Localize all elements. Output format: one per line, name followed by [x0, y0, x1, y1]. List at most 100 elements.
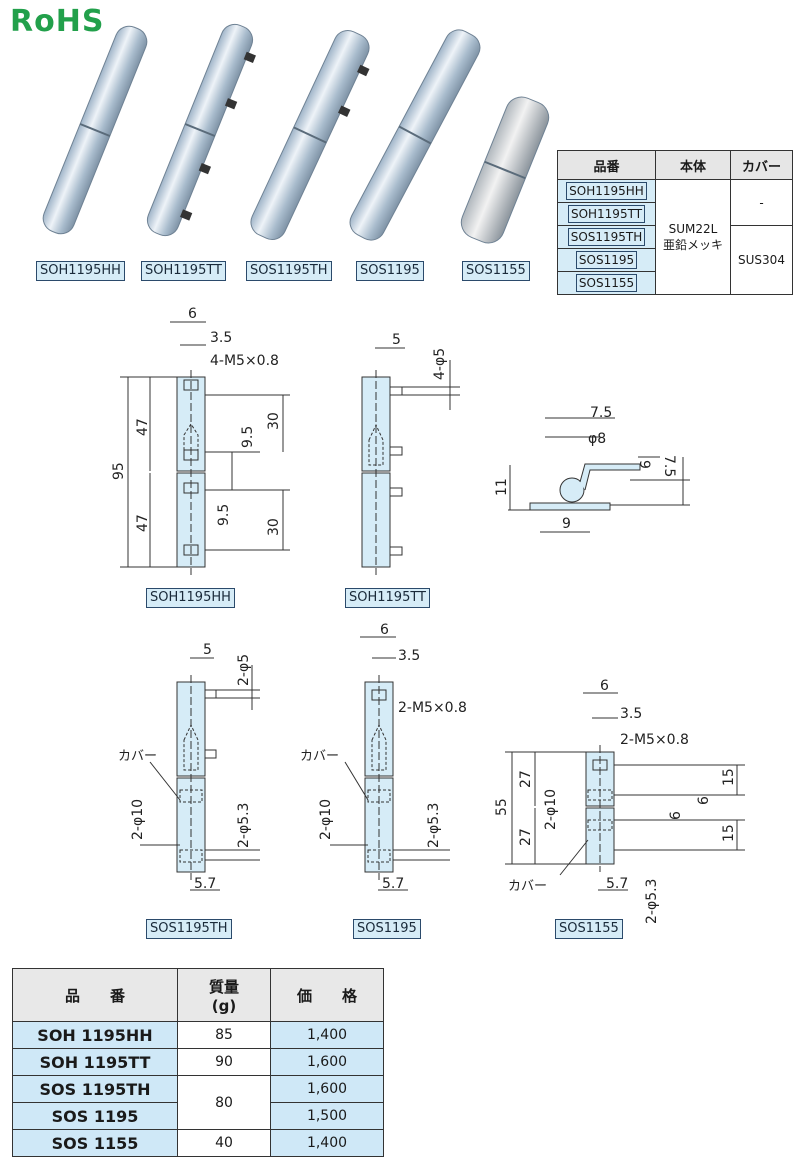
material-body-line1: SUM22L	[668, 221, 718, 236]
dim-sos-th-phi10: 2-φ10	[130, 799, 146, 840]
dim-section-7-5a: 7.5	[590, 405, 612, 421]
row-model: SOH 1195TT	[12, 1048, 178, 1076]
row-price: 1,400	[270, 1021, 384, 1049]
dim-soh-hh-47a: 47	[135, 418, 151, 436]
photo-label-sos1155: SOS1155	[462, 261, 530, 281]
photo-sos1155	[460, 96, 550, 244]
row-model: SOH 1195HH	[12, 1021, 178, 1049]
price-header-weight-line2: (g)	[211, 996, 237, 1015]
drawing-label-soh1195tt: SOH1195TT	[345, 588, 430, 608]
photo-soh1195hh	[42, 25, 148, 235]
dim-sos1155-55: 55	[494, 798, 510, 816]
drawing-sos1155	[505, 692, 745, 891]
dim-soh-hh-9-5b: 9.5	[216, 504, 232, 526]
row-model: SOS 1195TH	[12, 1075, 178, 1103]
dim-section-phi8: φ8	[588, 431, 606, 447]
dim-soh-hh-95: 95	[111, 462, 127, 480]
dim-sos-th-pin: 2-φ5	[236, 654, 252, 686]
row-model: SOS 1155	[12, 1129, 178, 1157]
material-cover-soh: -	[730, 179, 793, 226]
material-header-model: 品番	[557, 150, 656, 180]
dim-sos1155-15a: 15	[721, 768, 737, 786]
dim-soh-hh-screw: 4-M5×0.8	[210, 353, 279, 369]
dim-sos1155-27a: 27	[518, 770, 534, 788]
table-row: SOH 1195TT 90 1,600	[12, 1048, 384, 1076]
dim-sos1155-5-7: 5.7	[606, 876, 628, 892]
price-header-model: 品 番	[12, 968, 178, 1022]
dim-sos1155-screw: 2-M5×0.8	[620, 732, 689, 748]
drawing-sos1195	[330, 636, 450, 891]
row-model: SOS 1195	[12, 1102, 178, 1130]
row-price: 1,600	[270, 1048, 384, 1076]
photo-label-sos1195th: SOS1195TH	[246, 261, 332, 281]
dim-sos1155-15b: 15	[721, 824, 737, 842]
dim-sos1155-phi10: 2-φ10	[543, 789, 559, 830]
photo-sos1195th	[250, 29, 370, 241]
table-row: SOS 1155 40 1,400	[12, 1129, 384, 1157]
photo-label-sos1195: SOS1195	[356, 261, 424, 281]
dim-sos-th-5-7: 5.7	[194, 876, 216, 892]
dim-sos-5-7: 5.7	[382, 876, 404, 892]
material-model: SOH1195TT	[567, 205, 646, 223]
price-header-weight-line1: 質量	[208, 977, 239, 996]
dim-soh-tt-pin: 4-φ5	[432, 348, 448, 380]
dim-sos1155-cover: カバー	[508, 879, 547, 894]
material-model: SOS1195	[575, 251, 638, 269]
price-table: 品 番 質量 (g) 価 格 SOH 1195HH 85 1,400 SOH 1…	[12, 968, 384, 1157]
table-row: SOS 1195TH 80 1,600	[12, 1075, 384, 1130]
photo-sos1195	[349, 29, 481, 241]
price-header-price: 価 格	[270, 968, 384, 1022]
technical-drawings: 6 3.5 4-M5×0.8 95 47 47 9.5 30 9.5 30 5 …	[111, 306, 745, 924]
dim-section-7-5b: 7.5	[661, 455, 677, 477]
row-price: 1,400	[270, 1129, 384, 1157]
row-price: 1,500	[270, 1102, 384, 1130]
material-body: SUM22L 亜鉛メッキ	[655, 179, 731, 295]
dim-soh-hh-6: 6	[188, 306, 197, 322]
dim-sos1155-6a: 6	[696, 796, 712, 805]
material-cover-sos: SUS304	[730, 225, 793, 295]
drawing-soh1195hh	[120, 321, 290, 575]
dim-sos-th-5: 5	[203, 642, 212, 658]
dim-sos1155-3-5: 3.5	[620, 706, 642, 722]
drawing-label-sos1155: SOS1155	[555, 919, 623, 939]
dim-sos1155-6: 6	[600, 678, 609, 694]
material-model: SOH1195HH	[566, 182, 647, 200]
dim-section-9b: 9	[562, 516, 571, 532]
product-photos	[42, 23, 550, 244]
row-weight: 90	[177, 1048, 271, 1076]
material-body-line2: 亜鉛メッキ	[662, 237, 723, 252]
photo-soh1195tt	[146, 23, 256, 237]
drawing-label-sos1195th: SOS1195TH	[146, 919, 232, 939]
dim-sos-th-cover: カバー	[118, 749, 157, 764]
material-table: 品番 本体 カバー SOH1195HH SUM22L 亜鉛メッキ - SOH11…	[557, 150, 793, 295]
drawing-soh1195tt	[361, 347, 460, 575]
material-header-cover: カバー	[730, 150, 793, 180]
dim-soh-hh-47b: 47	[135, 514, 151, 532]
dim-soh-tt-5: 5	[392, 332, 401, 348]
row-price: 1,600	[270, 1075, 384, 1103]
dim-soh-hh-30a: 30	[266, 412, 282, 430]
price-header-weight: 質量 (g)	[177, 968, 271, 1022]
drawing-sos1195th	[140, 657, 260, 891]
drawing-label-sos1195: SOS1195	[353, 919, 421, 939]
row-weight: 85	[177, 1021, 271, 1049]
dim-soh-hh-9-5a: 9.5	[240, 426, 256, 448]
photo-label-soh1195hh: SOH1195HH	[36, 261, 125, 281]
dim-sos-phi10: 2-φ10	[318, 799, 334, 840]
material-model: SOS1195TH	[567, 228, 646, 246]
dim-soh-hh-3-5: 3.5	[210, 330, 232, 346]
dim-section-9a: 9	[636, 460, 652, 469]
photo-label-soh1195tt: SOH1195TT	[141, 261, 226, 281]
dim-sos-6: 6	[380, 622, 389, 638]
drawing-section	[508, 417, 690, 533]
table-row: SOS 1195 1,500	[12, 1102, 384, 1130]
dim-sos-3-5: 3.5	[398, 648, 420, 664]
dim-sos-th-phi5-3: 2-φ5.3	[236, 803, 252, 848]
dim-sos-phi5-3: 2-φ5.3	[426, 803, 442, 848]
dim-sos-cover: カバー	[300, 749, 339, 764]
dim-sos1155-27b: 27	[518, 828, 534, 846]
dim-sos-screw: 2-M5×0.8	[398, 700, 467, 716]
dim-sos1155-phi5-3: 2-φ5.3	[644, 879, 660, 924]
dim-section-11: 11	[494, 478, 510, 496]
row-weight: 40	[177, 1129, 271, 1157]
